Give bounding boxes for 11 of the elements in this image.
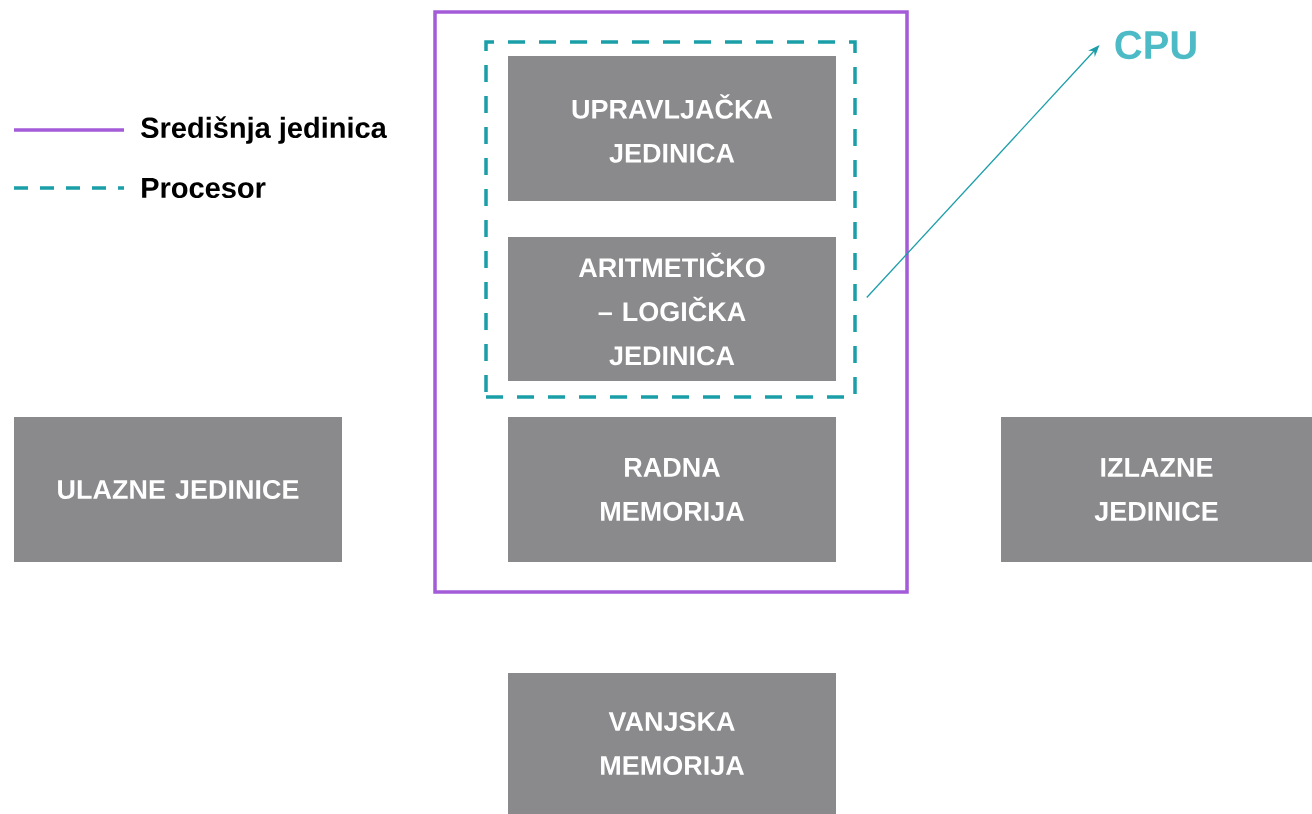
unit-box: IZLAZNE JEDINICE	[1001, 417, 1312, 562]
unit-box: ARITMETIČKO – LOGIČKA JEDINICA	[508, 237, 836, 381]
unit-frame	[433, 10, 909, 594]
legend-item: Središnja jedinica	[14, 116, 387, 144]
callout-label: CPU	[1115, 30, 1196, 60]
legend-item: Procesor	[14, 177, 266, 199]
processor-outline	[484, 40, 857, 399]
unit-box: ULAZNE JEDINICE	[14, 417, 342, 562]
unit-box: VANJSKA MEMORIJA	[508, 673, 836, 814]
unit-box: RADNA MEMORIJA	[508, 417, 836, 562]
unit-box: UPRAVLJAČKA JEDINICA	[508, 56, 836, 201]
